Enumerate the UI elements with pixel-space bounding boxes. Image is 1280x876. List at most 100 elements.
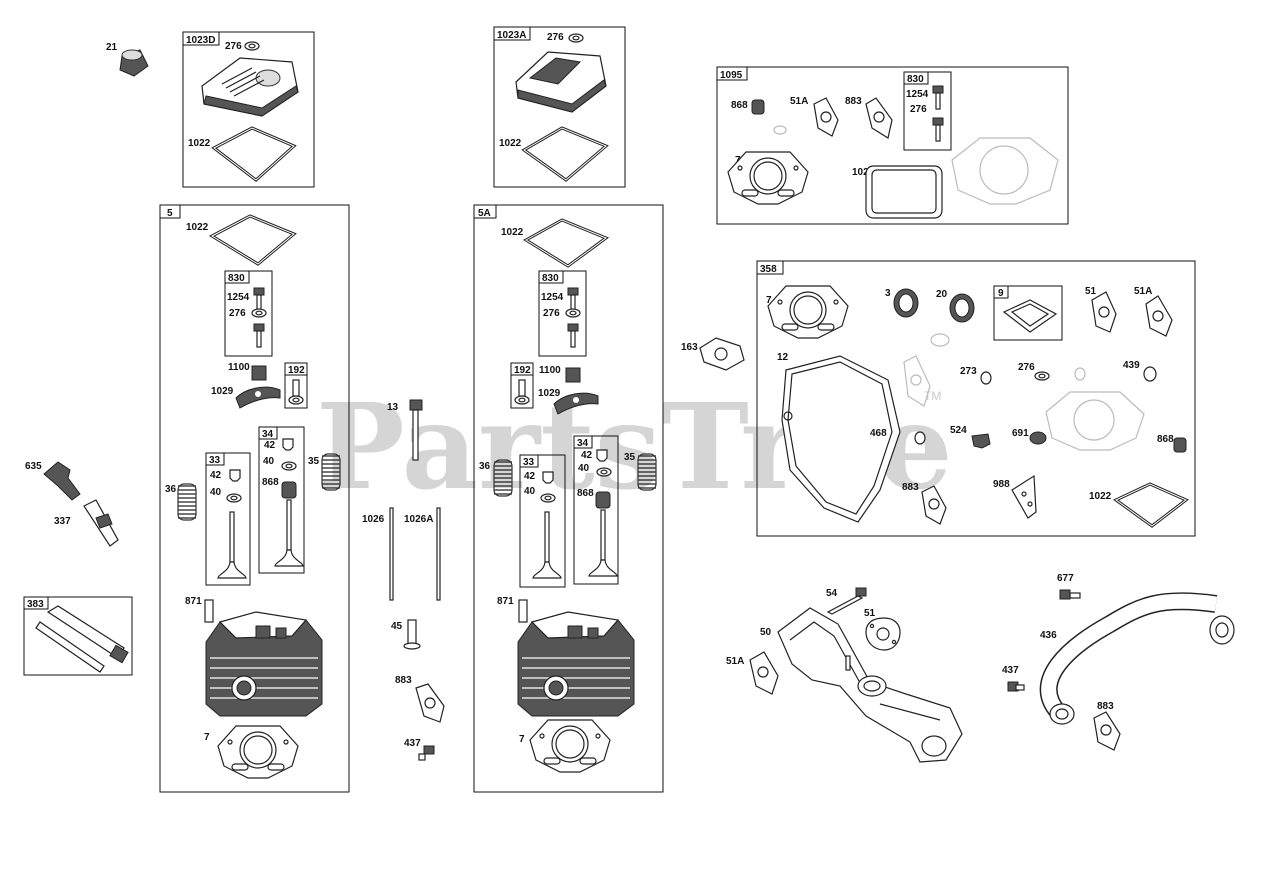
- callout-1022-1023a[interactable]: 1022: [499, 138, 522, 149]
- part-51-gasket-bottom[interactable]: [865, 617, 901, 651]
- callout-1100-s5a[interactable]: 1100: [539, 365, 561, 376]
- callout-12-358[interactable]: 12: [777, 352, 789, 363]
- callout-51a-1095[interactable]: 51A: [790, 96, 808, 107]
- part-883-gasket-mid[interactable]: [415, 683, 445, 723]
- part-1026a-pushrod[interactable]: [436, 507, 441, 601]
- part-691-358[interactable]: [1029, 431, 1047, 445]
- callout-524-358[interactable]: 524: [950, 425, 967, 436]
- callout-337[interactable]: 337: [54, 516, 71, 527]
- callout-276-1095[interactable]: 276: [910, 104, 927, 115]
- callout-1254-s5[interactable]: 1254: [227, 292, 250, 303]
- part-valve-cover-1023d[interactable]: [201, 57, 299, 117]
- part-163-gasket[interactable]: [699, 337, 745, 371]
- callout-51a-bottom[interactable]: 51A: [726, 656, 744, 667]
- callout-54[interactable]: 54: [826, 588, 838, 599]
- callout-868-s5a[interactable]: 868: [577, 488, 594, 499]
- callout-1022-1095[interactable]: 1022: [852, 167, 875, 178]
- part-273-358[interactable]: [980, 371, 992, 385]
- callout-635[interactable]: 635: [25, 461, 42, 472]
- callout-868-s5[interactable]: 868: [262, 477, 279, 488]
- callout-276-s5a[interactable]: 276: [543, 308, 560, 319]
- callout-35-s5[interactable]: 35: [308, 456, 320, 467]
- callout-36-s5a[interactable]: 36: [479, 461, 491, 472]
- part-exhaust-valve-s5a[interactable]: [588, 509, 618, 577]
- callout-1022-s5[interactable]: 1022: [186, 222, 209, 233]
- callout-883-mid[interactable]: 883: [395, 675, 412, 686]
- part-13-bolt[interactable]: [409, 399, 423, 461]
- part-871-pin-s5[interactable]: [204, 599, 214, 623]
- callout-20-358[interactable]: 20: [936, 289, 948, 300]
- part-883-gasket-bottom[interactable]: [1093, 711, 1121, 751]
- part-868-s5a[interactable]: [595, 491, 611, 509]
- callout-273-358[interactable]: 273: [960, 366, 977, 377]
- part-36-spring-s5[interactable]: [177, 483, 197, 521]
- callout-42-s5[interactable]: 42: [210, 470, 222, 481]
- callout-1026a[interactable]: 1026A: [404, 514, 433, 525]
- part-54-bolt[interactable]: [826, 587, 867, 615]
- part-51-gasket-358[interactable]: [1091, 291, 1117, 333]
- part-635-spark-plug-boot[interactable]: [43, 461, 81, 501]
- callout-36-s5[interactable]: 36: [165, 484, 177, 495]
- part-50-intake-manifold[interactable]: [777, 607, 963, 763]
- callout-1022-358[interactable]: 1022: [1089, 491, 1112, 502]
- callout-40b-s5a[interactable]: 40: [524, 486, 536, 497]
- callout-1254-1095[interactable]: 1254: [906, 89, 929, 100]
- callout-42-s5a[interactable]: 42: [581, 450, 593, 461]
- part-383-spark-plug-wrench[interactable]: [35, 605, 129, 673]
- callout-3-358[interactable]: 3: [885, 288, 891, 299]
- callout-868-358[interactable]: 868: [1157, 434, 1174, 445]
- callout-276-s5[interactable]: 276: [229, 308, 246, 319]
- part-436-exhaust-pipe[interactable]: [1039, 592, 1235, 725]
- callout-276-1023d[interactable]: 276: [225, 41, 242, 52]
- part-7-head-gasket-358[interactable]: [767, 285, 849, 339]
- part-gasket-1022-1023d[interactable]: [211, 126, 297, 182]
- part-524-358[interactable]: [971, 433, 991, 449]
- callout-7-358[interactable]: 7: [766, 295, 772, 306]
- part-51a-gasket-bottom[interactable]: [749, 651, 779, 695]
- part-9-gasket-358[interactable]: [1002, 299, 1058, 333]
- callout-21[interactable]: 21: [106, 42, 118, 53]
- part-cylinder-head-s5[interactable]: [205, 611, 323, 717]
- callout-871-s5a[interactable]: 871: [497, 596, 514, 607]
- callout-40b-s5[interactable]: 40: [263, 456, 275, 467]
- callout-40-s5[interactable]: 40: [210, 487, 222, 498]
- part-51a-gasket-358[interactable]: [1145, 295, 1173, 337]
- callout-677[interactable]: 677: [1057, 573, 1074, 584]
- callout-437-mid[interactable]: 437: [404, 738, 421, 749]
- callout-40-s5a[interactable]: 40: [578, 463, 590, 474]
- part-7-head-gasket-1095[interactable]: [727, 151, 809, 205]
- part-1100-s5[interactable]: [251, 365, 267, 381]
- callout-883-358[interactable]: 883: [902, 482, 919, 493]
- callout-13[interactable]: 13: [387, 402, 399, 413]
- part-exhaust-valve-s5[interactable]: [274, 499, 304, 567]
- part-1026-pushrod[interactable]: [389, 507, 394, 601]
- callout-1026[interactable]: 1026: [362, 514, 385, 525]
- part-868-s5[interactable]: [281, 481, 297, 499]
- callout-42b-s5[interactable]: 42: [264, 440, 276, 451]
- part-1022-gasket-s5[interactable]: [208, 214, 297, 266]
- callout-691-358[interactable]: 691: [1012, 428, 1029, 439]
- callout-1029-s5[interactable]: 1029: [211, 386, 234, 397]
- part-337-spark-plug[interactable]: [83, 499, 119, 547]
- callout-276-1023a[interactable]: 276: [547, 32, 564, 43]
- callout-51a-358[interactable]: 51A: [1134, 286, 1152, 297]
- part-valve-cover-1023a[interactable]: [515, 51, 607, 113]
- part-1022-gasket-1095[interactable]: [865, 165, 943, 219]
- callout-276-358[interactable]: 276: [1018, 362, 1035, 373]
- part-45-tappet[interactable]: [403, 619, 421, 650]
- callout-437-bottom[interactable]: 437: [1002, 665, 1019, 676]
- part-3-seal-358[interactable]: [893, 288, 919, 318]
- callout-436[interactable]: 436: [1040, 630, 1057, 641]
- part-1022-gasket-358[interactable]: [1113, 482, 1189, 528]
- part-gasket-1022-1023a[interactable]: [521, 126, 609, 182]
- callout-1100-s5[interactable]: 1100: [228, 362, 250, 373]
- callout-50[interactable]: 50: [760, 627, 772, 638]
- callout-7-s5[interactable]: 7: [204, 732, 210, 743]
- part-21-breather-cap[interactable]: [119, 49, 149, 77]
- callout-163[interactable]: 163: [681, 342, 698, 353]
- callout-35-s5a[interactable]: 35: [624, 452, 636, 463]
- callout-51-bottom[interactable]: 51: [864, 608, 876, 619]
- part-51a-gasket-1095[interactable]: [813, 97, 839, 137]
- part-439-358[interactable]: [1143, 366, 1157, 382]
- part-468-358[interactable]: [914, 431, 926, 445]
